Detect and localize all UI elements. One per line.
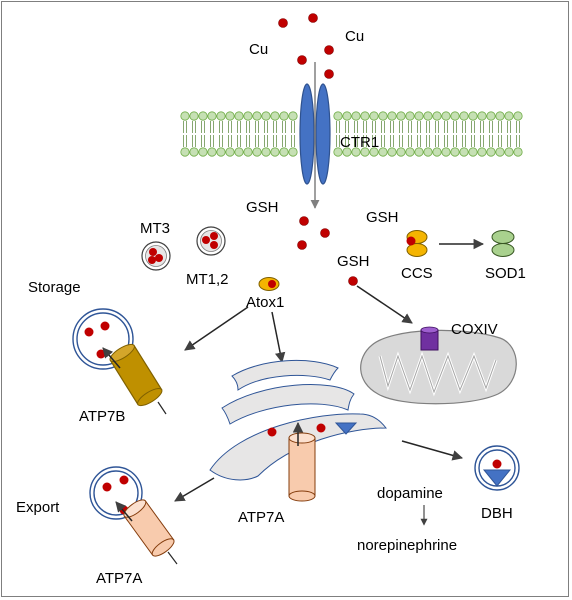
atox1-label: Atox1 (246, 294, 285, 311)
cu-label-right: Cu (345, 28, 365, 45)
atp7a-export-label: ATP7A (96, 570, 143, 587)
gsh-label-center: GSH (246, 199, 279, 216)
atp7a-golgi-label: ATP7A (238, 509, 285, 526)
ctr1-label: CTR1 (340, 134, 380, 151)
atox1-to-golgi-arrow (271, 311, 286, 364)
golgi-to-dbh-arrow (401, 440, 464, 461)
gsh-to-coxiv-arrow (356, 285, 413, 324)
cu-label-left: Cu (249, 41, 269, 58)
export-label: Export (16, 499, 60, 516)
mt12-metallothionein (196, 226, 226, 256)
norepinephrine-label: norepinephrine (357, 537, 458, 554)
atp7b-label: ATP7B (79, 408, 126, 425)
lipid-layer-inner (180, 135, 523, 157)
atp7b-storage-vesicle (72, 308, 167, 415)
gsh-label-right: GSH (366, 209, 399, 226)
coxiv-label: COXIV (451, 321, 498, 338)
atp7a-export-vesicle (89, 466, 178, 565)
lipid-layer-outer (180, 111, 523, 133)
sod1-label: SOD1 (485, 265, 526, 282)
dopamine-label: dopamine (377, 485, 443, 502)
mt12-label: MT1,2 (186, 271, 229, 288)
atp7a-golgi-transporter (288, 421, 316, 502)
ctr1-transporter (299, 83, 331, 185)
sod1-enzyme (491, 230, 515, 257)
extracellular-copper (278, 13, 334, 79)
cell-membrane (180, 111, 523, 157)
golgi-to-export-arrow (174, 477, 215, 502)
dbh-label: DBH (481, 505, 513, 522)
ccs-label: CCS (401, 265, 433, 282)
dbh-vesicle (474, 445, 520, 491)
intracellular-copper (297, 216, 358, 286)
ccs-chaperone (406, 230, 428, 257)
gsh-label-lower: GSH (337, 253, 370, 270)
atox1-chaperone (258, 277, 280, 291)
atox1-to-atp7b-arrow (184, 306, 249, 351)
mt3-label: MT3 (140, 220, 170, 237)
mitochondrion (360, 326, 517, 405)
mt3-metallothionein (141, 241, 171, 271)
storage-label: Storage (28, 279, 81, 296)
